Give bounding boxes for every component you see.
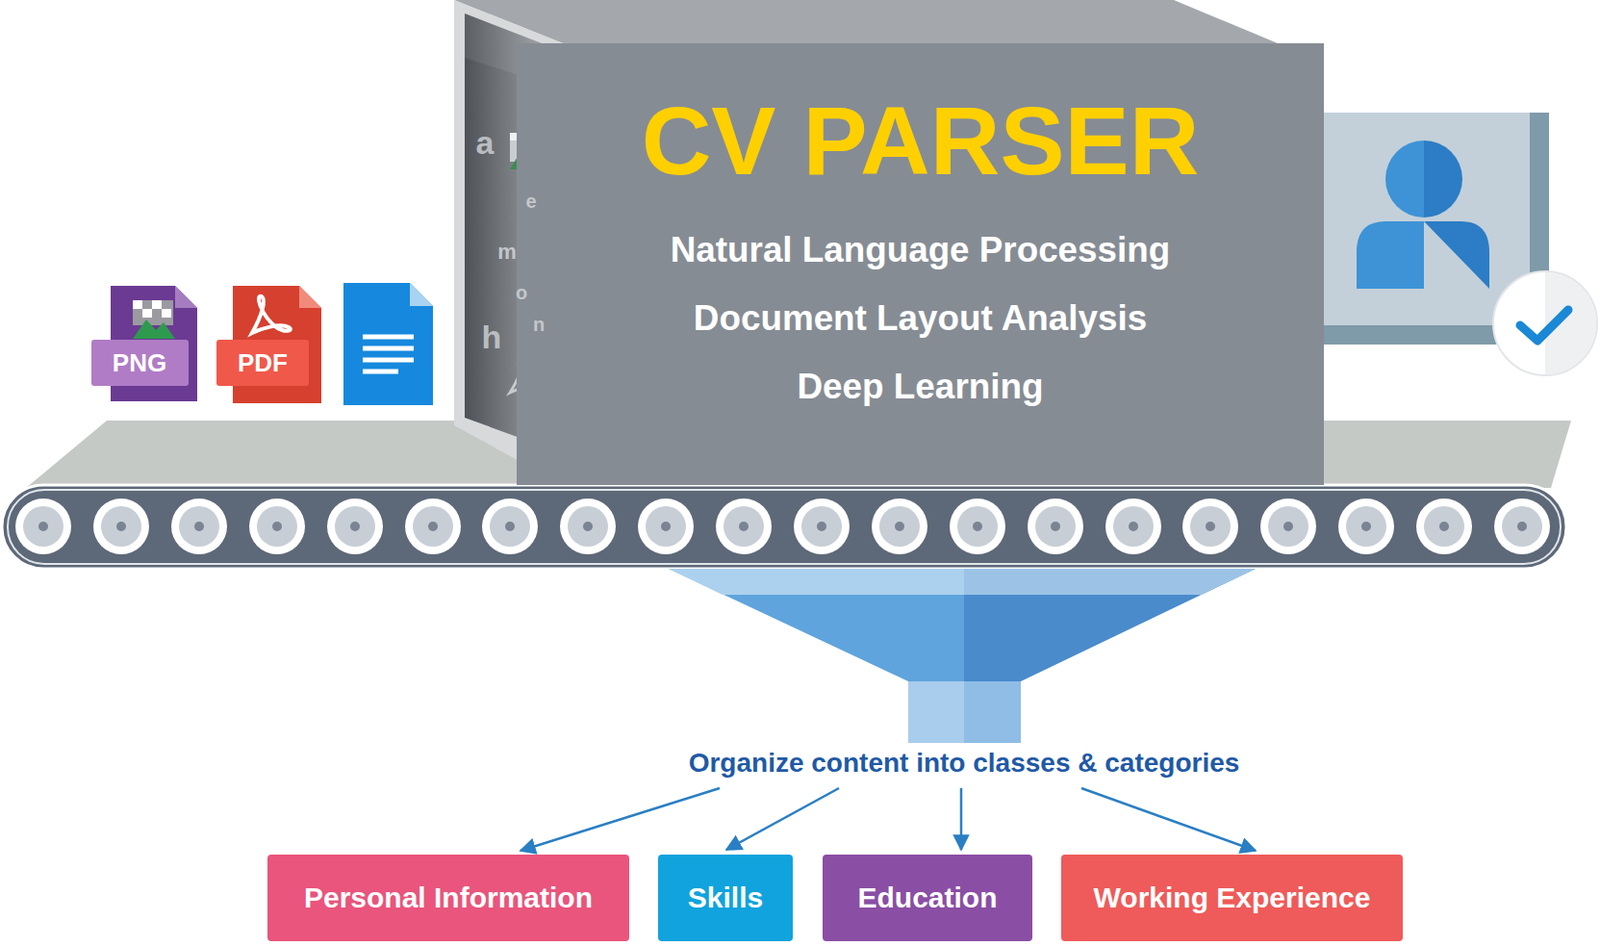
category-box: Education bbox=[822, 854, 1033, 941]
node-label: Working Experience bbox=[1093, 881, 1372, 915]
category-box: Skills bbox=[658, 854, 793, 941]
node-label: PDF bbox=[237, 348, 288, 379]
category-box: Personal Information bbox=[267, 854, 630, 941]
flying-letter: a bbox=[476, 123, 495, 163]
process-caption: Organize content into classes & categori… bbox=[688, 746, 1241, 780]
candidate-profile-icon bbox=[1308, 112, 1598, 376]
flying-letter: e bbox=[525, 189, 536, 213]
method-line: Deep Learning bbox=[516, 362, 1324, 411]
document-file-icon bbox=[343, 282, 433, 406]
parser-title: CV PARSER bbox=[516, 80, 1324, 201]
node-label: Skills bbox=[687, 881, 763, 915]
flying-letter: m bbox=[497, 239, 517, 265]
node-label: Education bbox=[857, 881, 997, 915]
method-line: Natural Language Processing bbox=[516, 226, 1324, 275]
category-box: Working Experience bbox=[1061, 854, 1403, 941]
file-type-badge: PNG bbox=[91, 339, 189, 386]
flying-letter: h bbox=[482, 317, 503, 357]
flying-letter: o bbox=[515, 280, 528, 305]
node-label: PNG bbox=[112, 348, 167, 379]
conveyor-belt bbox=[1, 484, 1567, 569]
method-line: Document Layout Analysis bbox=[516, 294, 1324, 343]
file-type-badge: PDF bbox=[216, 339, 309, 386]
funnel bbox=[668, 568, 1256, 743]
parser-machine-front: CV PARSER Natural Language ProcessingDocu… bbox=[516, 43, 1324, 485]
node-label: Personal Information bbox=[304, 881, 593, 915]
category-arrows bbox=[520, 787, 1256, 851]
flying-letter: n bbox=[533, 312, 545, 336]
